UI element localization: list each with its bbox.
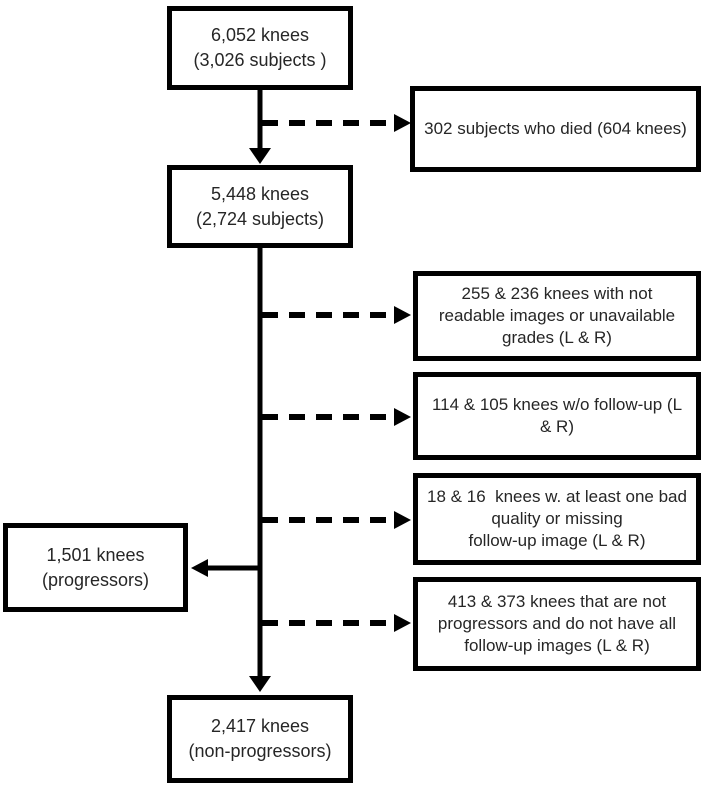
connector-to-died	[262, 114, 411, 132]
arrowhead-right-icon	[394, 114, 411, 132]
connector-to-excl-no-followup	[262, 408, 411, 426]
connector-remaining-to-non-progressors	[249, 246, 271, 692]
arrowhead-right-icon	[394, 408, 411, 426]
connector-to-progressors	[191, 559, 258, 577]
arrowhead-right-icon	[394, 306, 411, 324]
box-progressors: 1,501 knees (progressors)	[3, 523, 188, 612]
connector-to-excl-bad-quality	[262, 511, 411, 529]
box-non-progressors: 2,417 knees (non-progressors)	[167, 695, 353, 783]
connector-to-excl-not-progressors	[262, 614, 411, 632]
arrowhead-down-icon	[249, 676, 271, 692]
connector-to-excl-unreadable	[262, 306, 411, 324]
box-remaining-cohort: 5,448 knees (2,724 subjects)	[167, 165, 353, 248]
arrowhead-left-icon	[191, 559, 208, 577]
connector-initial-to-remaining	[249, 88, 271, 164]
arrowhead-right-icon	[394, 614, 411, 632]
box-excluded-no-followup: 114 & 105 knees w/o follow-up (L & R)	[413, 372, 701, 460]
arrowhead-right-icon	[394, 511, 411, 529]
box-initial-cohort: 6,052 knees (3,026 subjects )	[167, 6, 353, 90]
box-excluded-bad-quality: 18 & 16 knees w. at least one bad qualit…	[413, 473, 701, 565]
arrowhead-down-icon	[249, 148, 271, 164]
box-excluded-unreadable-images: 255 & 236 knees with not readable images…	[413, 271, 701, 361]
box-excluded-not-progressors-incomplete: 413 & 373 knees that are not progressors…	[413, 577, 701, 671]
box-excluded-died: 302 subjects who died (604 knees)	[410, 86, 701, 172]
